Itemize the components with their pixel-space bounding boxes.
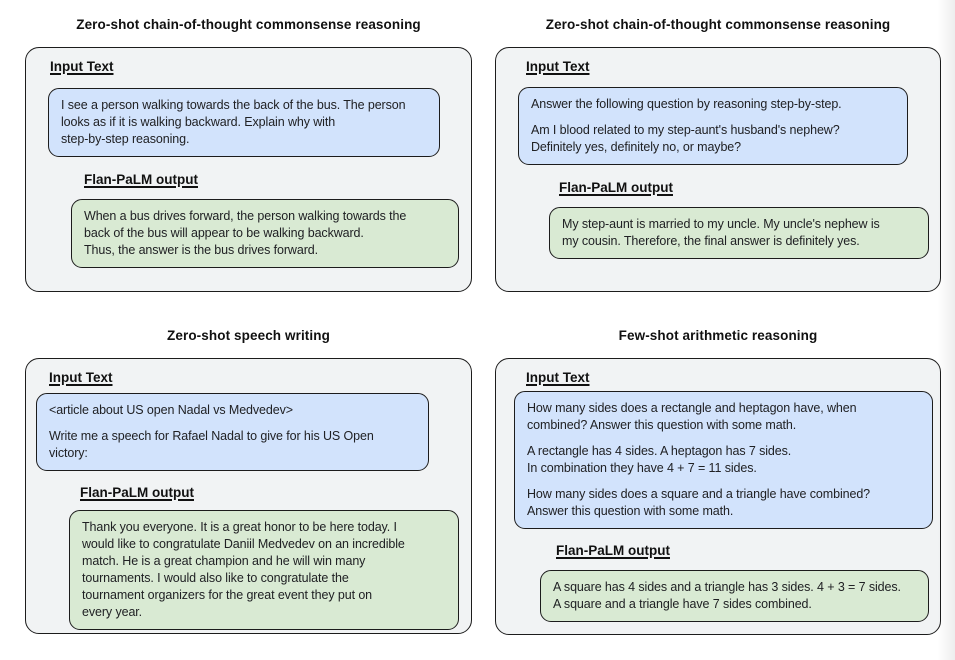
input-text-label: Input Text	[526, 370, 590, 385]
input-label-row: Input Text	[526, 58, 922, 76]
input-text-bubble: I see a person walking towards the back …	[48, 88, 440, 157]
input-text-bubble: <article about US open Nadal vs Medvedev…	[36, 393, 429, 471]
panel-card: Input Text How many sides does a rectang…	[495, 358, 941, 635]
output-label-row: Flan-PaLM output	[556, 542, 922, 560]
panel-title: Few-shot arithmetic reasoning	[618, 328, 818, 343]
panel-card: Input Text Answer the following question…	[495, 47, 941, 292]
input-label-row: Input Text	[526, 369, 922, 387]
panel-title: Zero-shot chain-of-thought commonsense r…	[76, 17, 421, 32]
input-label-row: Input Text	[50, 58, 453, 76]
model-output-bubble: When a bus drives forward, the person wa…	[71, 199, 459, 268]
input-text-bubble: Answer the following question by reasoni…	[518, 87, 908, 165]
input-text-bubble: How many sides does a rectangle and hept…	[514, 391, 933, 529]
panel-zero-shot-cot-commonsense-1: Zero-shot chain-of-thought commonsense r…	[25, 16, 472, 292]
model-output-bubble: A square has 4 sides and a triangle has …	[540, 570, 929, 622]
flan-palm-output-label: Flan-PaLM output	[556, 543, 670, 558]
panel-title: Zero-shot chain-of-thought commonsense r…	[545, 17, 891, 32]
input-text-label: Input Text	[526, 59, 590, 74]
input-label-row: Input Text	[49, 369, 453, 387]
panel-card: Input Text I see a person walking toward…	[25, 47, 472, 292]
panel-few-shot-arithmetic-reasoning: Few-shot arithmetic reasoning Input Text…	[495, 327, 941, 635]
output-label-row: Flan-PaLM output	[80, 484, 453, 502]
input-text-label: Input Text	[49, 370, 113, 385]
flan-palm-output-label: Flan-PaLM output	[84, 172, 198, 187]
panel-zero-shot-cot-commonsense-2: Zero-shot chain-of-thought commonsense r…	[495, 16, 941, 292]
flan-palm-output-label: Flan-PaLM output	[559, 180, 673, 195]
output-label-row: Flan-PaLM output	[559, 179, 922, 197]
input-text-label: Input Text	[50, 59, 114, 74]
flan-palm-output-label: Flan-PaLM output	[80, 485, 194, 500]
panel-title: Zero-shot speech writing	[167, 328, 330, 343]
panel-card: Input Text <article about US open Nadal …	[25, 358, 472, 634]
panel-zero-shot-speech-writing: Zero-shot speech writing Input Text <art…	[25, 327, 472, 634]
model-output-bubble: My step-aunt is married to my uncle. My …	[549, 207, 929, 259]
output-label-row: Flan-PaLM output	[84, 171, 453, 189]
model-output-bubble: Thank you everyone. It is a great honor …	[69, 510, 459, 630]
